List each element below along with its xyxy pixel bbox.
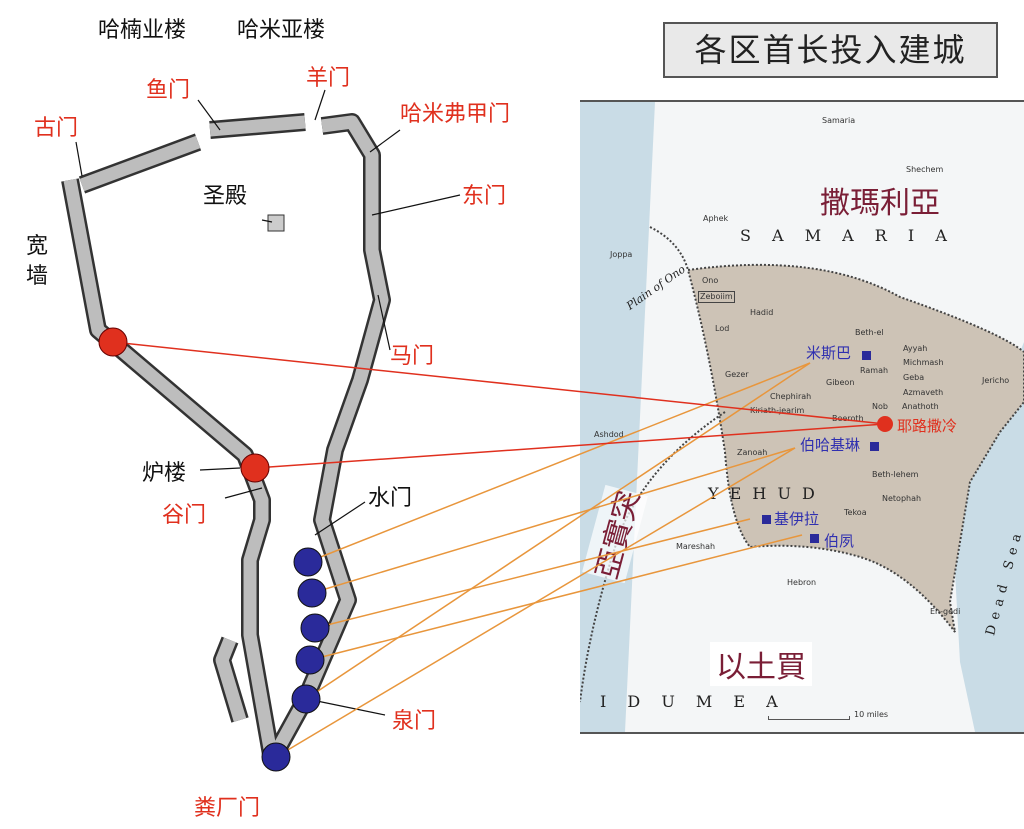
label-furnace-tower: 炉楼 xyxy=(142,461,187,486)
place-label: Tekoa xyxy=(844,508,867,517)
place-label: Samaria xyxy=(822,116,856,125)
region-samaria-cn: 撒瑪利亞 xyxy=(820,186,940,221)
place-label: Ono xyxy=(702,276,719,285)
place-label: Joppa xyxy=(610,250,633,259)
place-label: Anathoth xyxy=(902,402,939,411)
label-valley-gate: 谷门 xyxy=(162,503,207,528)
place-label: Hadid xyxy=(750,308,774,317)
label-dung-gate: 粪厂门 xyxy=(194,796,261,821)
city-mizpah: 米斯巴 xyxy=(806,344,852,362)
place-label: Beth-el xyxy=(855,328,884,337)
place-label: Netophah xyxy=(882,494,922,503)
city-keilah: 基伊拉 xyxy=(774,510,820,528)
place-label: Jericho xyxy=(982,376,1010,385)
label-hananel-tower: 哈楠业楼 xyxy=(98,18,187,43)
label-horse-gate: 马门 xyxy=(390,344,435,369)
temple-icon xyxy=(267,214,285,232)
dead-sea xyxy=(955,342,1024,732)
city-beth-haccherem: 伯哈基琳 xyxy=(800,436,861,454)
label-muster-gate: 哈米弗甲门 xyxy=(400,102,511,127)
jerusalem-marker xyxy=(877,416,893,432)
place-label: Geba xyxy=(903,373,925,382)
city-squares xyxy=(762,351,879,543)
label-old-gate: 古门 xyxy=(34,116,79,141)
label-leaders xyxy=(75,89,461,716)
place-label: Beth-lehem xyxy=(872,470,919,479)
scale-label: 10 miles xyxy=(854,710,889,719)
city-jerusalem: 耶路撒冷 xyxy=(897,417,958,435)
slide-title: 各区首长投入建城 xyxy=(663,22,998,78)
label-meah-tower: 哈米亚楼 xyxy=(237,18,326,43)
label-east-gate: 东门 xyxy=(462,184,507,209)
place-label: Gezer xyxy=(725,370,749,379)
region-idumea-en: I D U M E A xyxy=(600,692,786,711)
place-label: Ayyah xyxy=(903,344,928,353)
place-label: Lod xyxy=(715,324,730,333)
region-yehud-en: Y E H U D xyxy=(708,484,818,503)
region-samaria-en: S A M A R I A xyxy=(740,226,955,245)
place-label: Chephirah xyxy=(770,392,812,401)
label-fountain-gate: 泉门 xyxy=(392,709,437,734)
place-label: Zeboiim xyxy=(698,291,735,303)
red-connectors xyxy=(112,341,886,469)
place-label: Aphek xyxy=(703,214,729,223)
yehud-province xyxy=(686,263,1024,633)
place-label: Ramah xyxy=(860,366,889,375)
place-label: Shechem xyxy=(906,165,944,174)
place-label: Beeroth xyxy=(832,414,864,423)
red-gate-markers xyxy=(98,327,270,483)
label-temple: 圣殿 xyxy=(203,184,248,209)
place-label: Mareshah xyxy=(676,542,716,551)
orange-connectors xyxy=(275,362,811,758)
place-label: Zanoah xyxy=(737,448,768,457)
place-label: Hebron xyxy=(787,578,817,587)
city-beth-zur: 伯夙 xyxy=(824,532,855,550)
label-fish-gate: 鱼门 xyxy=(146,78,191,103)
label-water-gate: 水门 xyxy=(368,486,413,511)
label-broad-wall: 宽墙 xyxy=(26,234,49,289)
place-label: Nob xyxy=(872,402,888,411)
place-label: Gibeon xyxy=(826,378,855,387)
place-label: Azmaveth xyxy=(903,388,944,397)
place-label: En-gedi xyxy=(930,607,961,616)
blue-gate-markers xyxy=(261,547,330,772)
scale-bar xyxy=(768,716,850,720)
place-label: Ashdod xyxy=(594,430,624,439)
label-sheep-gate: 羊门 xyxy=(306,66,351,91)
place-label: Kiriath-jearim xyxy=(750,406,805,415)
map-panel: Samaria Shechem Aphek Joppa Ono Zeboiim … xyxy=(580,100,1024,734)
region-idumea-cn: 以土買 xyxy=(710,642,812,686)
place-label: Michmash xyxy=(903,358,944,367)
